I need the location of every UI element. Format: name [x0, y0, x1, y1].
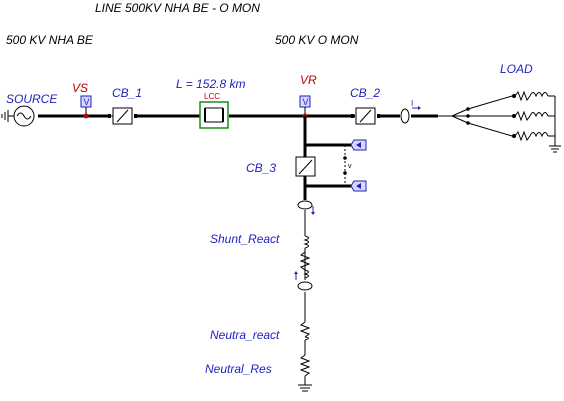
voltage-probe-vr[interactable]: V	[299, 95, 311, 119]
neutral-resistor-icon[interactable]	[299, 354, 311, 385]
vr-label: VR	[300, 73, 317, 87]
cb2-label: CB_2	[350, 86, 380, 100]
circuit-breaker-cb2[interactable]	[351, 107, 380, 125]
neutral-reactor-icon[interactable]	[299, 321, 311, 341]
neutral-reactor-label: Neutra_react	[210, 328, 280, 342]
circuit-breaker-cb3[interactable]	[295, 156, 316, 177]
signal-arrow-top-icon[interactable]	[350, 139, 367, 151]
station-left-label: 500 KV NHA BE	[6, 33, 94, 47]
current-probe-icon[interactable]	[400, 106, 421, 124]
ground-icon	[1, 110, 12, 122]
cb3-control-icon[interactable]: v	[343, 145, 352, 186]
lcc-line-block[interactable]	[199, 101, 229, 129]
shunt-reactor-icon[interactable]	[299, 235, 311, 279]
cb3-flag: v	[348, 163, 352, 170]
signal-arrow-bottom-icon[interactable]	[350, 180, 367, 192]
circuit-breaker-cb1[interactable]	[108, 107, 137, 125]
lcc-tag: LCC	[204, 92, 220, 101]
svg-text:V: V	[84, 97, 90, 107]
neutral-resistor-label: Neutral_Res	[205, 362, 272, 376]
voltage-probe-vs[interactable]: V	[80, 95, 92, 119]
source-icon[interactable]	[12, 105, 35, 127]
vs-label: VS	[72, 81, 88, 95]
diagram-title: LINE 500KV NHA BE - O MON	[95, 1, 260, 15]
current-probe-label: I	[411, 99, 413, 108]
shunt-branch-wire	[303, 116, 355, 355]
load-phase-b	[466, 110, 555, 122]
cb3-label: CB_3	[246, 161, 276, 175]
shunt-reactor-label: Shunt_React	[210, 232, 280, 246]
load-phase-a	[466, 90, 555, 111]
neutral-ground-icon	[298, 384, 312, 392]
load-branches[interactable]	[438, 95, 513, 137]
line-length-label: L = 152.8 km	[176, 77, 246, 91]
source-label: SOURCE	[6, 92, 58, 106]
svg-text:V: V	[303, 97, 309, 107]
station-right-label: 500 KV O MON	[275, 33, 359, 47]
load-label: LOAD	[500, 62, 533, 76]
shunt-current-probe-icon[interactable]	[297, 200, 315, 215]
cb1-label: CB_1	[112, 86, 142, 100]
load-ground-icon	[549, 96, 561, 153]
load-phase-c	[466, 121, 555, 142]
neutral-current-probe-icon[interactable]	[294, 271, 313, 291]
